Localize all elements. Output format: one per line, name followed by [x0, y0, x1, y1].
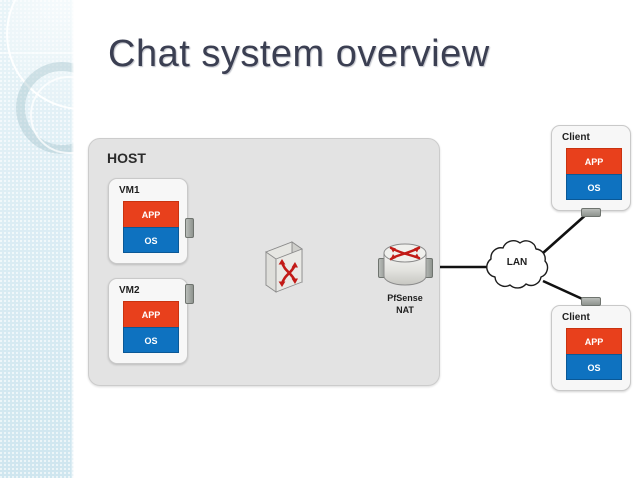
vm1-label: VM1 — [119, 185, 140, 196]
router-icon[interactable] — [382, 243, 428, 287]
network-switch-icon[interactable] — [262, 240, 306, 294]
vm2-stack: APP OS — [123, 301, 179, 353]
page-title: Chat system overview — [108, 33, 490, 75]
vm2-os-layer: OS — [123, 327, 179, 353]
client2-card[interactable]: Client APP OS — [551, 305, 631, 391]
band-edge-highlight — [71, 0, 74, 478]
router-label-line2: NAT — [396, 305, 414, 315]
vm1-stack: APP OS — [123, 201, 179, 253]
client1-os-layer: OS — [566, 174, 622, 200]
vm1-app-layer: APP — [123, 201, 179, 227]
vm2-label: VM2 — [119, 285, 140, 296]
client2-label: Client — [562, 312, 590, 323]
vm2-card[interactable]: VM2 APP OS — [108, 278, 188, 364]
cloud-icon[interactable] — [480, 237, 554, 291]
band-sheen-line — [0, 52, 74, 54]
client2-app-layer: APP — [566, 328, 622, 354]
client1-label: Client — [562, 132, 590, 143]
client2-os-layer: OS — [566, 354, 622, 380]
vm2-app-layer: APP — [123, 301, 179, 327]
vm1-os-layer: OS — [123, 227, 179, 253]
router-caption: PfSense NAT — [370, 292, 440, 316]
client1-stack: APP OS — [566, 148, 622, 200]
client1-port-nub — [581, 208, 601, 217]
cloud-label: LAN — [506, 257, 528, 268]
client2-stack: APP OS — [566, 328, 622, 380]
decorative-ring-medium — [16, 62, 74, 154]
vm1-port-nub — [185, 218, 194, 238]
vm1-card[interactable]: VM1 APP OS — [108, 178, 188, 264]
router-label-line1: PfSense — [387, 293, 423, 303]
client1-card[interactable]: Client APP OS — [551, 125, 631, 211]
vm2-port-nub — [185, 284, 194, 304]
host-label: HOST — [107, 150, 146, 166]
decorative-side-band — [0, 0, 74, 478]
client2-port-nub — [581, 297, 601, 306]
client1-app-layer: APP — [566, 148, 622, 174]
